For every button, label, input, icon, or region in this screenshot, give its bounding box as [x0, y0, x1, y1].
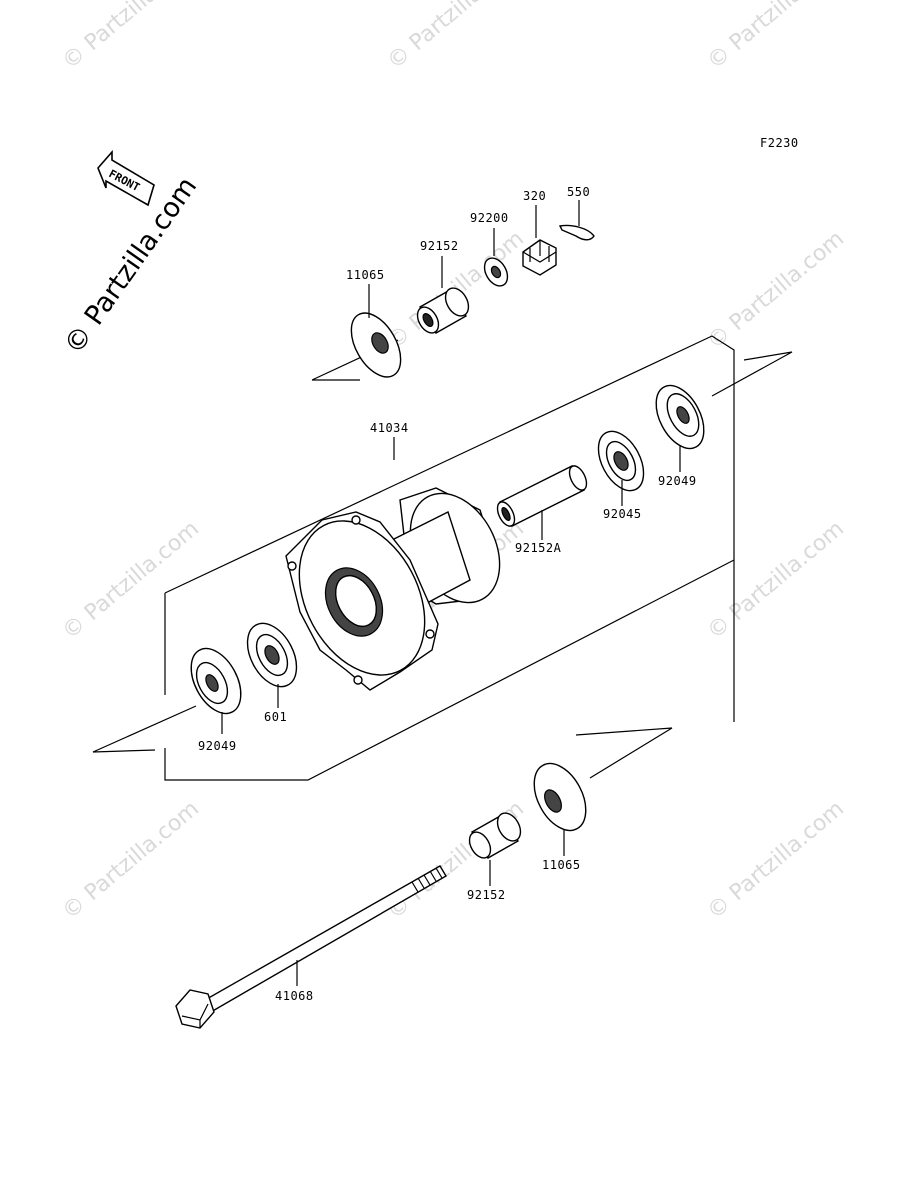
spacer-11065-top [350, 312, 402, 378]
bearing-92045 [597, 430, 645, 492]
collar-92152-bottom [468, 812, 522, 859]
axis-line-left [92, 705, 197, 753]
label-550: 550 [567, 185, 590, 199]
axle-41068 [175, 865, 447, 1029]
bearing-601 [246, 622, 298, 688]
watermark: © Partzilla.com [703, 0, 849, 75]
label-320: 320 [523, 189, 546, 203]
nut-320 [522, 239, 557, 276]
cotter-pin-550 [558, 224, 595, 241]
partzilla-logo: © Partzilla.com [58, 172, 203, 360]
label-92152-bottom: 92152 [467, 888, 506, 902]
watermark: © Partzilla.com [58, 0, 204, 75]
label-92049-right: 92049 [658, 474, 697, 488]
watermark: © Partzilla.com [58, 796, 204, 924]
hub-41034 [285, 487, 501, 691]
seal-92049-right [655, 384, 705, 450]
label-41068: 41068 [275, 989, 314, 1003]
label-92045: 92045 [603, 507, 642, 521]
watermark: © Partzilla.com [703, 516, 849, 644]
label-11065-top: 11065 [346, 268, 385, 282]
label-11065-bottom: 11065 [542, 858, 581, 872]
front-arrow-icon: FRONT [97, 149, 155, 207]
seal-92049-left [190, 647, 242, 715]
label-92152-top: 92152 [420, 239, 459, 253]
washer-92200 [483, 257, 509, 287]
watermark: © Partzilla.com [703, 226, 849, 354]
sleeve-92152A [496, 465, 588, 527]
watermark: © Partzilla.com [58, 516, 204, 644]
label-92152A: 92152A [515, 541, 562, 555]
label-92049-left: 92049 [198, 739, 237, 753]
watermarks: © Partzilla.com © Partzilla.com © Partzi… [58, 0, 849, 925]
label-92200: 92200 [470, 211, 509, 225]
axis-line-bottom [575, 727, 673, 779]
spacer-11065-bottom [533, 762, 587, 832]
axis-line-right [711, 351, 793, 397]
watermark: © Partzilla.com [703, 796, 849, 924]
hub-frame [164, 335, 735, 781]
watermark: © Partzilla.com [383, 0, 529, 75]
label-41034: 41034 [370, 421, 409, 435]
collar-92152-top [416, 287, 470, 334]
diagram-code: F2230 [760, 136, 799, 150]
label-601: 601 [264, 710, 287, 724]
